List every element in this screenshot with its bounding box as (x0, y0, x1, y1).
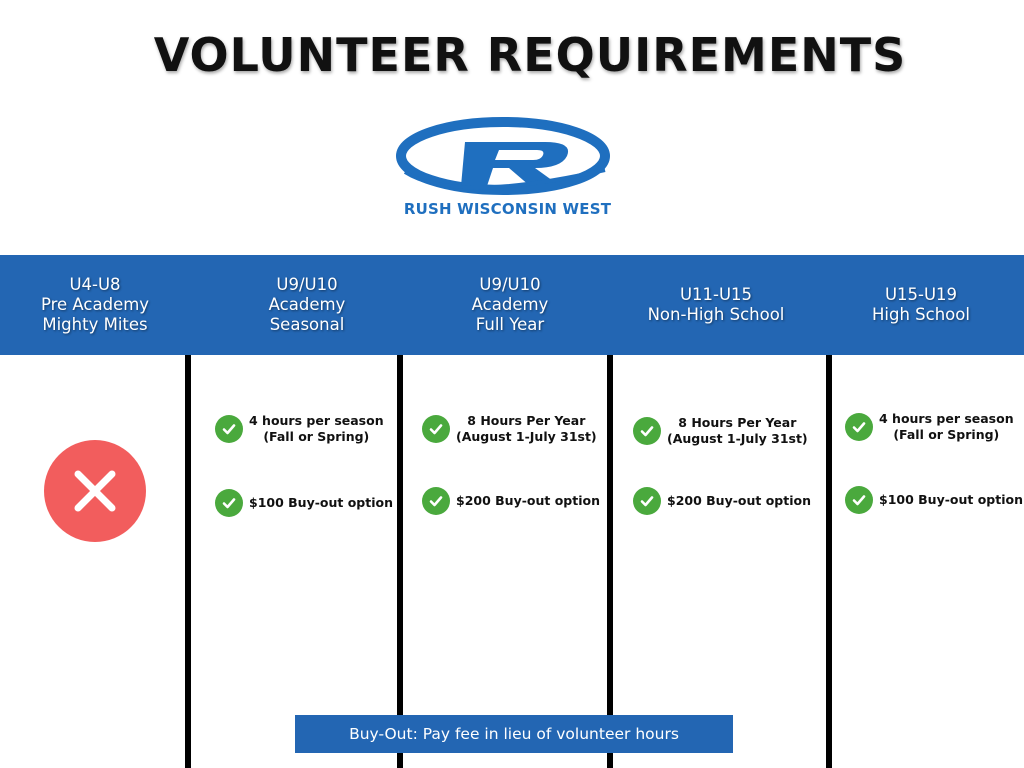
not-required-x-icon (44, 440, 146, 542)
check-icon (422, 415, 450, 443)
column-divider (826, 355, 832, 768)
rush-logo-icon (396, 117, 610, 195)
column-divider (185, 355, 191, 768)
check-icon (845, 413, 873, 441)
requirement-item: $100 Buy-out option (845, 486, 1023, 514)
requirement-item: $200 Buy-out option (422, 487, 600, 515)
requirement-item: 4 hours per season(Fall or Spring) (845, 411, 1014, 443)
check-icon (215, 415, 243, 443)
check-icon (422, 487, 450, 515)
check-icon (215, 489, 243, 517)
requirement-item: 8 Hours Per Year(August 1-July 31st) (422, 413, 597, 445)
check-icon (633, 487, 661, 515)
requirement-item: 4 hours per season(Fall or Spring) (215, 413, 384, 445)
column-header-u9-u10-seasonal: U9/U10 Academy Seasonal (268, 275, 346, 334)
requirement-item: $100 Buy-out option (215, 489, 393, 517)
column-header-u4-u8: U4-U8 Pre Academy Mighty Mites (40, 275, 150, 334)
column-header-u11-u15: U11-U15 Non-High School (647, 285, 785, 324)
buyout-note: Buy-Out: Pay fee in lieu of volunteer ho… (295, 715, 733, 753)
x-icon (74, 470, 116, 512)
check-icon (633, 417, 661, 445)
page-title: VOLUNTEER REQUIREMENTS (153, 28, 907, 82)
column-divider (397, 355, 403, 768)
column-header-u9-u10-full-year: U9/U10 Academy Full Year (471, 275, 549, 334)
check-icon (845, 486, 873, 514)
column-divider (607, 355, 613, 768)
requirement-item: 8 Hours Per Year(August 1-July 31st) (633, 415, 808, 447)
header-band (0, 255, 1024, 355)
logo-text: RUSH WISCONSIN WEST (403, 200, 612, 218)
requirement-item: $200 Buy-out option (633, 487, 811, 515)
column-header-u15-u19: U15-U19 High School (872, 285, 970, 324)
